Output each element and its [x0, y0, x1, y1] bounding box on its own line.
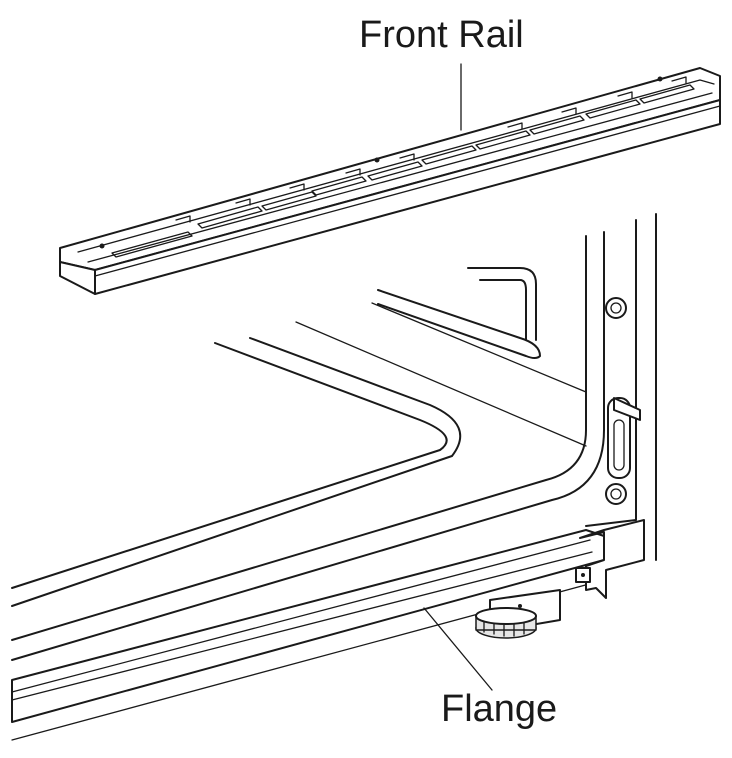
rail-hole [99, 243, 105, 249]
flange-leader [423, 607, 493, 691]
flange-label: Flange [441, 688, 558, 730]
front-rail-label: Front Rail [359, 14, 524, 56]
rail-hole [657, 76, 663, 82]
rail-slots [111, 76, 695, 258]
leveling-leg [475, 589, 561, 639]
oven-cavity [11, 213, 657, 661]
oven-flange [11, 519, 645, 741]
bolt-icon [605, 297, 627, 319]
bolt-icon [605, 483, 627, 505]
rail-hole [374, 157, 380, 163]
front-rail [59, 67, 721, 295]
